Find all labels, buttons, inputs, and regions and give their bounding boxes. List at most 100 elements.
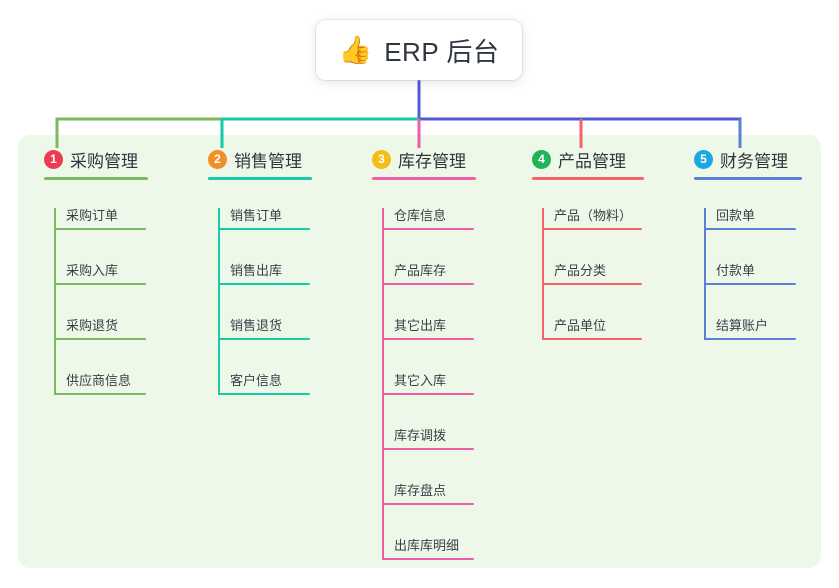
branch-underline	[532, 177, 644, 180]
leaf-label: 产品分类	[554, 263, 607, 278]
branch-number-badge: 2	[208, 149, 227, 169]
leaf-item[interactable]: 产品分类	[532, 263, 642, 285]
branch-leaf-list: 仓库信息产品库存其它出库其它入库库存调拨库存盘点出库库明细	[372, 208, 476, 562]
branch-header-库存管理[interactable]: 3 库存管理	[372, 146, 476, 172]
leaf-item[interactable]: 产品库存	[372, 263, 474, 285]
leaf-label: 采购订单	[66, 208, 119, 223]
leaf-label: 产品库存	[394, 263, 447, 278]
leaf-label: 其它入库	[394, 373, 447, 388]
branch-column-采购管理: 1 采购管理采购订单采购入库采购退货供应商信息	[44, 146, 148, 397]
branch-title: 销售管理	[234, 151, 302, 171]
branch-underline	[372, 177, 476, 180]
leaf-item[interactable]: 销售退货	[208, 318, 310, 340]
leaf-underline	[218, 393, 310, 395]
leaf-label: 付款单	[716, 263, 756, 278]
branch-leaf-list: 回款单付款单结算账户	[694, 208, 802, 342]
leaf-underline	[542, 228, 642, 230]
branch-column-产品管理: 4 产品管理产品（物料） 产品分类产品单位	[532, 146, 644, 342]
branch-title: 库存管理	[398, 151, 466, 171]
leaf-label: 仓库信息	[394, 208, 447, 223]
leaf-label: 销售退货	[230, 318, 283, 333]
branch-column-库存管理: 3 库存管理仓库信息产品库存其它出库其它入库库存调拨库存盘点出库库明细	[372, 146, 476, 562]
leaf-item[interactable]: 仓库信息	[372, 208, 474, 230]
leaf-item[interactable]: 采购入库	[44, 263, 146, 285]
leaf-underline	[54, 393, 146, 395]
leaf-label: 销售出库	[230, 263, 283, 278]
branch-spine	[218, 208, 220, 395]
branch-header-销售管理[interactable]: 2 销售管理	[208, 146, 312, 172]
branch-header-采购管理[interactable]: 1 采购管理	[44, 146, 148, 172]
leaf-label: 回款单	[716, 208, 756, 223]
leaf-item[interactable]: 销售出库	[208, 263, 310, 285]
branch-number-badge: 3	[372, 149, 391, 169]
leaf-underline	[704, 338, 796, 340]
branch-number-badge: 1	[44, 149, 63, 169]
branch-title: 财务管理	[720, 151, 788, 171]
leaf-label: 采购退货	[66, 318, 119, 333]
leaf-item[interactable]: 库存调拨	[372, 428, 474, 450]
leaf-underline	[54, 338, 146, 340]
branch-title: 采购管理	[70, 151, 138, 171]
leaf-label: 其它出库	[394, 318, 447, 333]
leaf-item[interactable]: 产品单位	[532, 318, 642, 340]
leaf-item[interactable]: 销售订单	[208, 208, 310, 230]
branch-spine	[382, 208, 384, 560]
leaf-underline	[382, 283, 474, 285]
leaf-label: 销售订单	[230, 208, 283, 223]
leaf-item[interactable]: 其它出库	[372, 318, 474, 340]
leaf-label: 采购入库	[66, 263, 119, 278]
leaf-label: 结算账户	[716, 318, 769, 333]
leaf-underline	[382, 503, 474, 505]
leaf-label: 供应商信息	[66, 373, 132, 388]
leaf-item[interactable]: 采购订单	[44, 208, 146, 230]
branch-leaf-list: 产品（物料） 产品分类产品单位	[532, 208, 644, 342]
branch-leaf-list: 采购订单采购入库采购退货供应商信息	[44, 208, 148, 397]
branch-number-badge: 5	[694, 149, 713, 169]
leaf-underline	[542, 338, 642, 340]
leaf-item[interactable]: 客户信息	[208, 373, 310, 395]
leaf-underline	[542, 283, 642, 285]
root-title: ERP 后台	[384, 36, 500, 67]
children-panel	[18, 135, 821, 568]
leaf-item[interactable]: 供应商信息	[44, 373, 146, 395]
leaf-label: 库存盘点	[394, 483, 447, 498]
leaf-underline	[54, 283, 146, 285]
leaf-item[interactable]: 出库库明细	[372, 538, 474, 560]
leaf-item[interactable]: 结算账户	[694, 318, 796, 340]
leaf-underline	[382, 558, 474, 560]
branch-number-badge: 4	[532, 149, 551, 169]
leaf-label: 客户信息	[230, 373, 283, 388]
branch-header-财务管理[interactable]: 5 财务管理	[694, 146, 802, 172]
branch-underline	[44, 177, 148, 180]
branch-leaf-list: 销售订单销售出库销售退货客户信息	[208, 208, 312, 397]
leaf-underline	[218, 283, 310, 285]
thumbs-up-icon: 👍	[338, 34, 373, 65]
leaf-item[interactable]: 库存盘点	[372, 483, 474, 505]
branch-underline	[208, 177, 312, 180]
leaf-underline	[382, 393, 474, 395]
leaf-item[interactable]: 产品（物料）	[532, 208, 642, 230]
branch-column-财务管理: 5 财务管理回款单付款单结算账户	[694, 146, 802, 342]
leaf-item[interactable]: 付款单	[694, 263, 796, 285]
branch-spine	[704, 208, 706, 340]
leaf-underline	[382, 338, 474, 340]
leaf-label: 库存调拨	[394, 428, 447, 443]
leaf-underline	[382, 228, 474, 230]
root-node[interactable]: 👍 ERP 后台	[316, 20, 522, 80]
branch-header-产品管理[interactable]: 4 产品管理	[532, 146, 644, 172]
branch-spine	[542, 208, 544, 340]
leaf-underline	[218, 228, 310, 230]
leaf-label: 产品单位	[554, 318, 607, 333]
branch-title: 产品管理	[558, 151, 626, 171]
leaf-underline	[54, 228, 146, 230]
branch-spine	[54, 208, 56, 395]
leaf-underline	[218, 338, 310, 340]
leaf-underline	[382, 448, 474, 450]
branch-underline	[694, 177, 802, 180]
leaf-label: 产品（物料）	[554, 208, 633, 223]
branch-column-销售管理: 2 销售管理销售订单销售出库销售退货客户信息	[208, 146, 312, 397]
leaf-underline	[704, 283, 796, 285]
leaf-item[interactable]: 回款单	[694, 208, 796, 230]
leaf-item[interactable]: 采购退货	[44, 318, 146, 340]
leaf-item[interactable]: 其它入库	[372, 373, 474, 395]
